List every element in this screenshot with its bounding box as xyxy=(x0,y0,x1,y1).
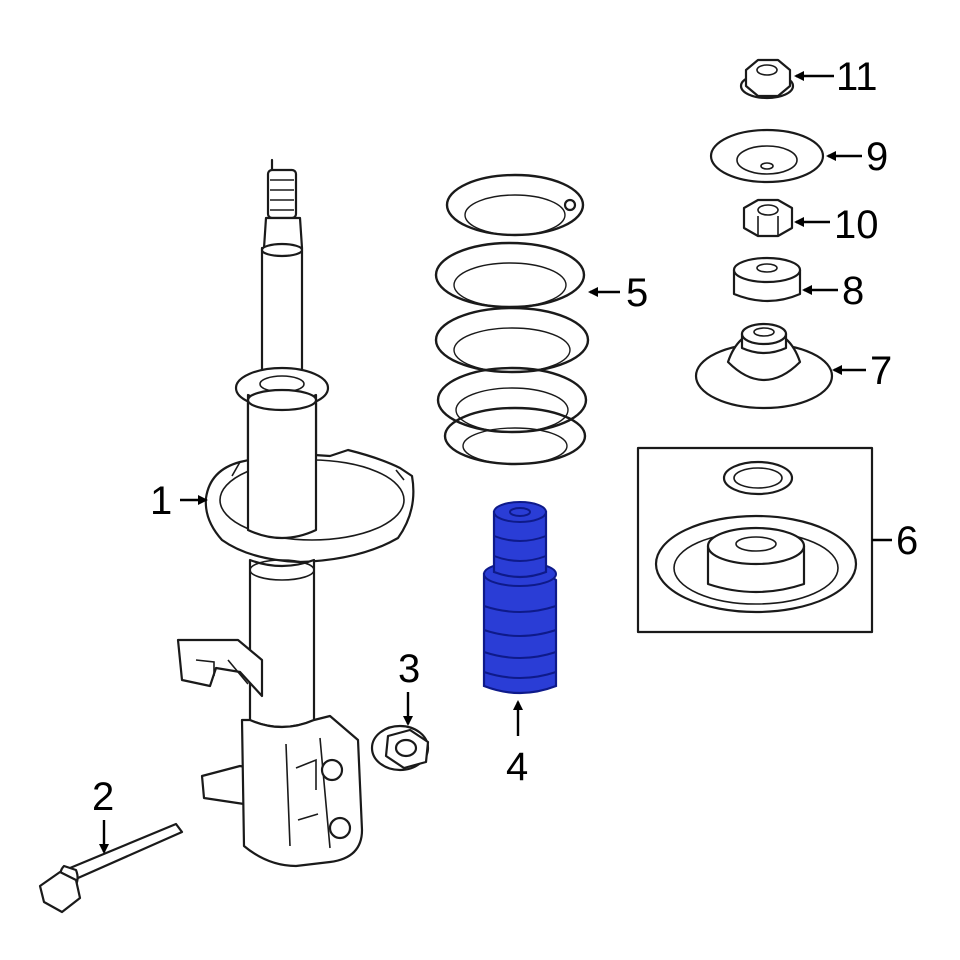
callout-2: 2 xyxy=(92,775,114,819)
strut-mount-kit[interactable] xyxy=(636,446,874,634)
strut-mount[interactable] xyxy=(694,322,834,410)
callout-numbers: 1 2 3 4 5 6 7 8 9 10 11 xyxy=(92,55,918,819)
hex-nut[interactable] xyxy=(742,198,794,238)
bolt[interactable] xyxy=(38,822,184,914)
top-nut[interactable] xyxy=(739,58,795,100)
flange-nut[interactable] xyxy=(370,724,430,772)
bushing[interactable] xyxy=(732,256,802,303)
callout-9: 9 xyxy=(866,135,888,179)
washer[interactable] xyxy=(709,128,825,184)
coil-spring[interactable] xyxy=(434,173,590,466)
leader-lines xyxy=(99,71,892,854)
callout-4: 4 xyxy=(506,745,528,789)
callout-3: 3 xyxy=(398,647,420,691)
callout-8: 8 xyxy=(842,269,864,313)
bump-stop[interactable] xyxy=(482,501,558,695)
callout-5: 5 xyxy=(626,271,648,315)
strut-assembly[interactable] xyxy=(176,158,415,868)
callout-7: 7 xyxy=(870,349,892,393)
callout-1: 1 xyxy=(150,479,172,523)
callout-11: 11 xyxy=(836,55,878,99)
callout-6: 6 xyxy=(896,519,918,563)
callout-10: 10 xyxy=(834,203,879,247)
